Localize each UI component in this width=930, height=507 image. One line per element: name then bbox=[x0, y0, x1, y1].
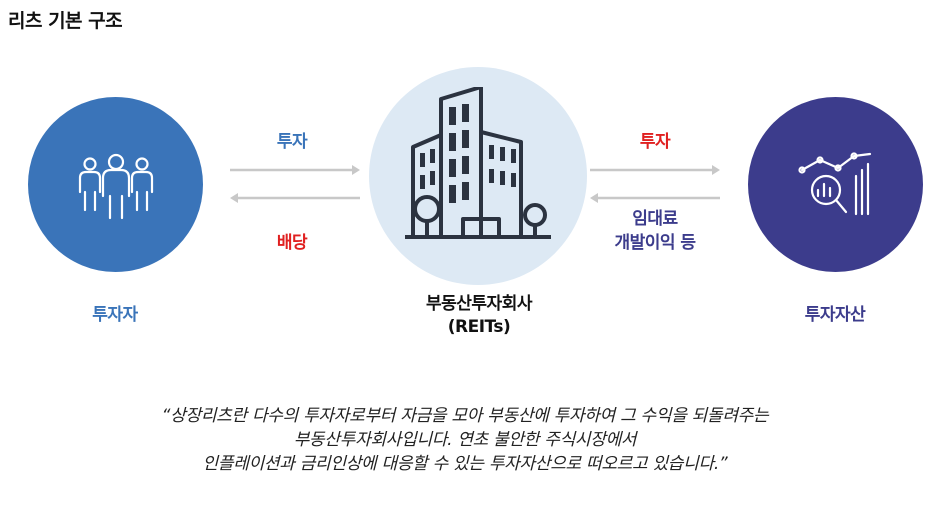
quote-line-1: “상장리츠란 다수의 투자자로부터 자금을 모아 부동산에 투자하여 그 수익을… bbox=[161, 406, 769, 426]
people-group-icon bbox=[78, 153, 154, 220]
quote-line-2: 부동산투자회사입니다. 연초 불안한 주식시장에서 bbox=[293, 430, 637, 450]
reits-label: 부동산투자회사 (REITs) bbox=[379, 293, 579, 339]
reits-label-abbr: (REITs) bbox=[447, 317, 511, 337]
asset-node bbox=[748, 97, 923, 272]
flow-label-income: 임대료 개발이익 등 bbox=[590, 207, 720, 255]
flow-label-invest-asset: 투자 bbox=[639, 132, 671, 152]
asset-label: 투자자산 bbox=[804, 305, 866, 325]
investor-label: 투자자 bbox=[92, 305, 138, 325]
investor-node bbox=[28, 97, 203, 272]
analytics-magnifier-icon bbox=[798, 152, 872, 216]
flow-label-dev-profit: 개발이익 등 bbox=[614, 233, 696, 253]
flow-label-dividend: 배당 bbox=[276, 233, 308, 253]
flow-label-rent: 임대료 bbox=[632, 209, 678, 229]
description-quote: “상장리츠란 다수의 투자자로부터 자금을 모아 부동산에 투자하여 그 수익을… bbox=[40, 404, 890, 476]
reits-label-name: 부동산투자회사 bbox=[426, 294, 532, 314]
quote-line-3: 인플레이션과 금리인상에 대응할 수 있는 투자자산으로 떠오르고 있습니다.” bbox=[202, 454, 728, 474]
buildings-icon bbox=[405, 87, 551, 239]
reits-node bbox=[369, 67, 587, 285]
flow-label-invest: 투자 bbox=[276, 132, 308, 152]
page-title: 리츠 기본 구조 bbox=[8, 10, 123, 32]
